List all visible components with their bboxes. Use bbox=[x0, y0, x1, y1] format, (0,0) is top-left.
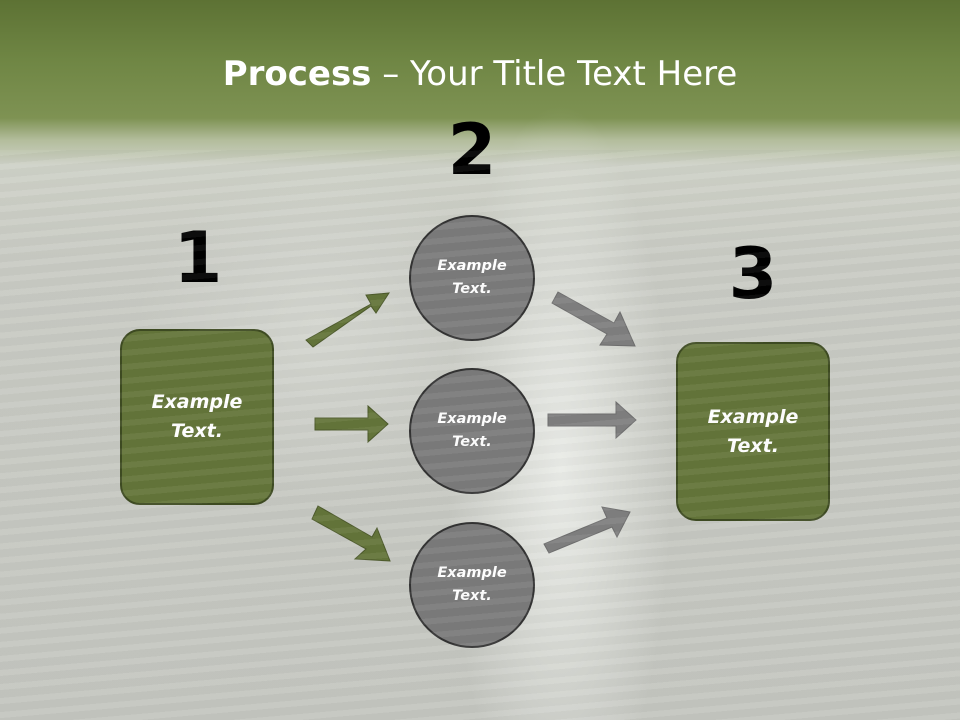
arrow-1-to-2-top-icon bbox=[305, 292, 390, 348]
arrow-1-to-2-middle-icon bbox=[314, 404, 389, 444]
slide-title: Process – Your Title Text Here bbox=[0, 52, 960, 96]
slide-title-bold: Process bbox=[222, 54, 372, 94]
step-number-1: 1 bbox=[173, 217, 223, 299]
step-3-box: Example Text. bbox=[676, 342, 830, 521]
step-2-label-top: Example Text. bbox=[437, 258, 507, 297]
step-2-circle-bottom: Example Text. bbox=[409, 522, 535, 648]
step-1-box: Example Text. bbox=[120, 329, 274, 505]
step-2-circle-middle: Example Text. bbox=[409, 368, 535, 494]
step-1-label: Example Text. bbox=[151, 391, 243, 442]
step-number-2: 2 bbox=[447, 109, 497, 191]
slide-title-rest: – Your Title Text Here bbox=[371, 54, 738, 94]
arrow-1-to-2-bottom-icon bbox=[311, 505, 391, 562]
step-2-label-middle: Example Text. bbox=[437, 411, 507, 450]
arrow-2-middle-to-3-icon bbox=[547, 400, 637, 440]
arrow-2-top-to-3-icon bbox=[551, 291, 636, 347]
step-2-circle-top: Example Text. bbox=[409, 215, 535, 341]
step-number-3: 3 bbox=[728, 233, 778, 315]
arrow-2-bottom-to-3-icon bbox=[543, 506, 631, 554]
step-2-label-bottom: Example Text. bbox=[437, 565, 507, 604]
step-3-label: Example Text. bbox=[707, 405, 799, 457]
